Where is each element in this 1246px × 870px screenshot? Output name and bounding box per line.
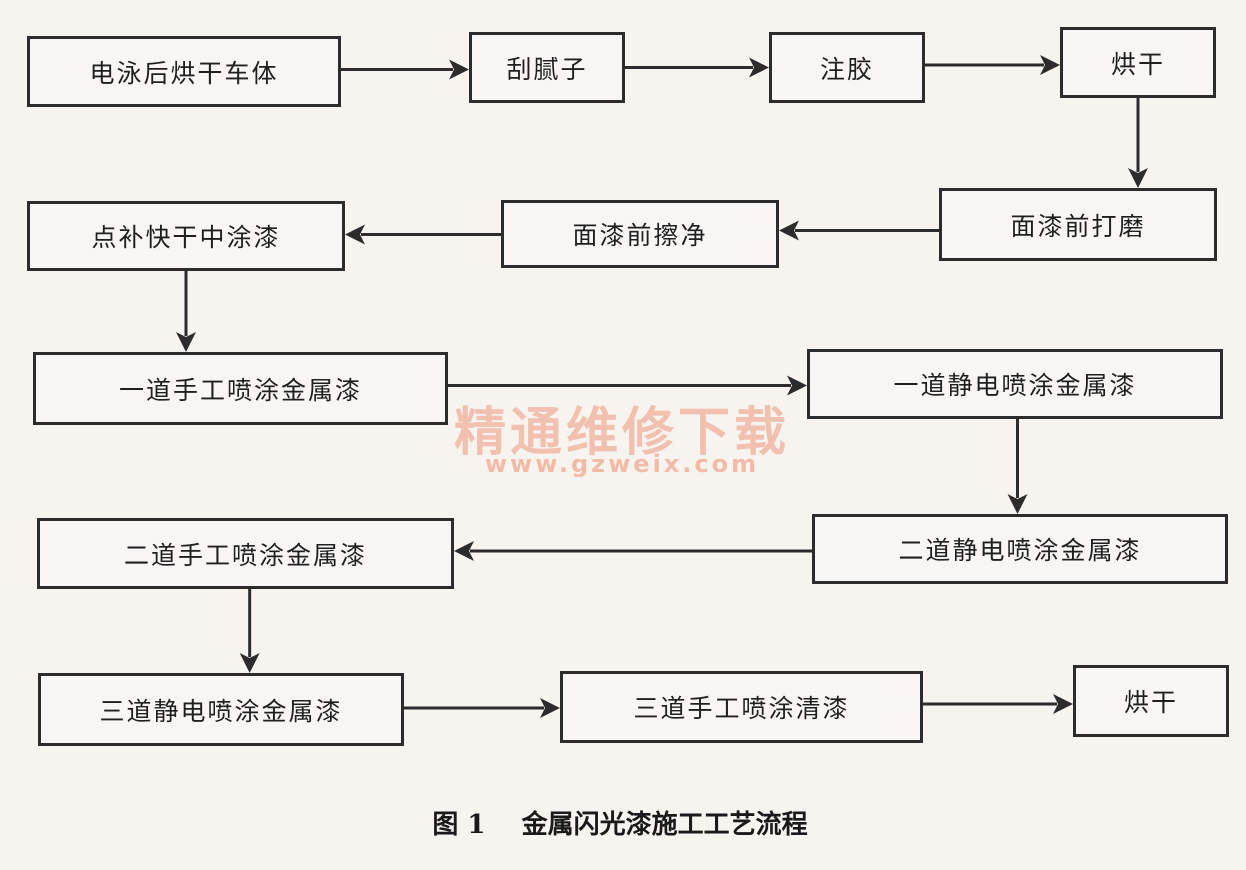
step-label: 二道手工喷涂金属漆 xyxy=(123,540,367,570)
step-box: 一道手工喷涂金属漆 xyxy=(33,352,448,425)
arrow-head xyxy=(779,220,799,241)
figure-caption: 图 1 金属闪光漆施工工艺流程 xyxy=(432,810,808,840)
arrow-head xyxy=(787,375,807,396)
step-label: 烘干 xyxy=(1123,688,1178,717)
arrow-head xyxy=(449,59,469,80)
step-label: 一道静电喷涂金属漆 xyxy=(893,371,1137,400)
arrow-head xyxy=(1007,494,1028,514)
watermark-url: www.gzweix.com xyxy=(484,450,760,478)
step-box: 面漆前擦净 xyxy=(501,200,779,268)
arrow-head xyxy=(1128,168,1148,188)
step-box: 电泳后烘干车体 xyxy=(27,36,341,107)
step-label: 注胶 xyxy=(819,54,874,84)
step-label: 二道静电喷涂金属漆 xyxy=(898,536,1142,565)
step-label: 烘干 xyxy=(1110,49,1165,79)
step-label: 三道静电喷涂金属漆 xyxy=(99,696,343,726)
arrow-head xyxy=(176,332,196,352)
step-label: 电泳后烘干车体 xyxy=(89,58,279,88)
arrow-head xyxy=(345,224,365,245)
watermark-title: 精通维修下载 xyxy=(453,403,790,463)
arrow-head xyxy=(749,57,769,78)
step-box: 面漆前打磨 xyxy=(939,188,1217,261)
step-box: 注胶 xyxy=(769,32,925,103)
step-box: 二道手工喷涂金属漆 xyxy=(37,518,454,589)
arrow-head xyxy=(454,541,474,561)
step-label: 三道手工喷涂清漆 xyxy=(633,694,850,723)
step-label: 刮腻子 xyxy=(506,54,588,84)
arrow-head xyxy=(239,653,260,673)
step-box: 三道手工喷涂清漆 xyxy=(560,671,923,743)
step-box: 烘干 xyxy=(1073,665,1229,737)
step-box: 点补快干中涂漆 xyxy=(27,201,345,271)
step-label: 一道手工喷涂金属漆 xyxy=(118,375,362,405)
arrow-head xyxy=(540,698,560,718)
step-box: 一道静电喷涂金属漆 xyxy=(807,349,1223,419)
arrow-head xyxy=(1053,694,1073,714)
arrow-head xyxy=(1040,55,1060,75)
step-box: 刮腻子 xyxy=(469,32,625,103)
step-box: 烘干 xyxy=(1060,27,1216,98)
step-label: 面漆前打磨 xyxy=(1010,211,1146,241)
step-label: 点补快干中涂漆 xyxy=(91,223,281,252)
step-label: 面漆前擦净 xyxy=(572,221,708,250)
step-box: 二道静电喷涂金属漆 xyxy=(812,514,1228,584)
step-box: 三道静电喷涂金属漆 xyxy=(38,673,404,746)
